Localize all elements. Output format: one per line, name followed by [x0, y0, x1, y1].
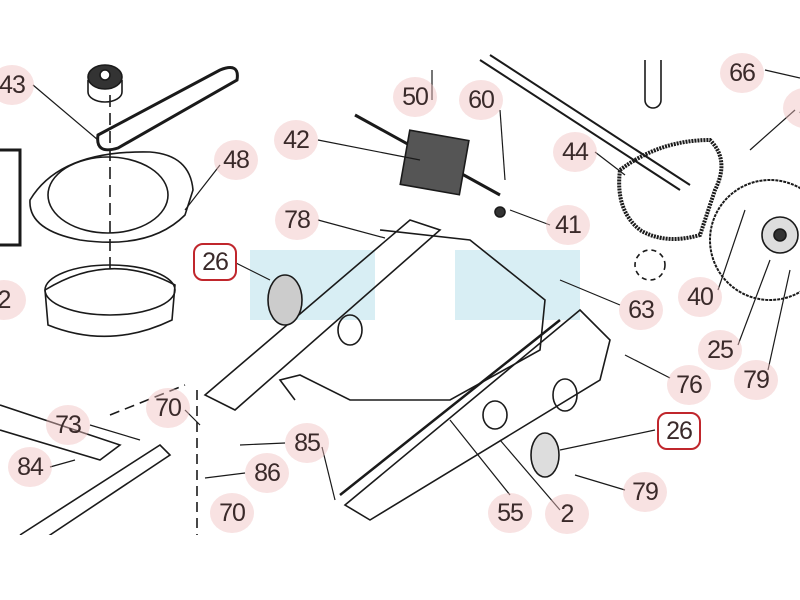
callout-5: 5 [783, 88, 800, 128]
callout-43: 43 [0, 65, 34, 105]
callout-40: 40 [678, 277, 722, 317]
callout-76: 76 [667, 365, 711, 405]
callout-55: 55 [488, 493, 532, 533]
callout-79: 79 [623, 472, 667, 512]
callout-44: 44 [553, 132, 597, 172]
belt [96, 66, 239, 152]
callout-25: 25 [698, 330, 742, 370]
callout-41: 41 [546, 205, 590, 245]
cup-rim [44, 264, 176, 316]
frame [203, 219, 611, 521]
callout-48: 48 [214, 140, 258, 180]
callout-73: 73 [46, 405, 90, 445]
callout-50: 50 [393, 77, 437, 117]
callout-2: 2 [545, 494, 589, 534]
pulley-43 [87, 64, 123, 103]
callout-26-highlighted[interactable]: 26 [193, 243, 237, 281]
chain-loop [634, 249, 666, 281]
bearing-26-right [530, 432, 560, 478]
callout-70: 70 [146, 388, 190, 428]
callout-70: 70 [210, 493, 254, 533]
callout-66: 66 [720, 53, 764, 93]
side-panel [0, 148, 22, 247]
sprocket-40 [709, 179, 800, 301]
callout-86: 86 [245, 453, 289, 493]
plate-opening [47, 156, 169, 234]
blank-margin [0, 535, 800, 600]
callout-85: 85 [285, 423, 329, 463]
callout-79: 79 [734, 360, 778, 400]
shaft-edge [489, 54, 691, 186]
cup-housing [44, 267, 176, 338]
watermark-block [455, 250, 580, 320]
callout-42: 42 [274, 120, 318, 160]
handle [644, 60, 662, 109]
gearbox-42 [354, 113, 506, 218]
callout-26-highlighted[interactable]: 26 [657, 412, 701, 450]
callout-63: 63 [619, 290, 663, 330]
callout-78: 78 [275, 200, 319, 240]
bearing-26-left [267, 274, 303, 326]
dashed-guide [109, 384, 186, 416]
axle-bar [19, 443, 172, 546]
shaft [479, 59, 681, 191]
chain-44 [617, 137, 724, 241]
bracket [0, 404, 122, 461]
callout-84: 84 [8, 447, 52, 487]
leader-lines [32, 69, 800, 511]
callout-60: 60 [459, 80, 503, 120]
